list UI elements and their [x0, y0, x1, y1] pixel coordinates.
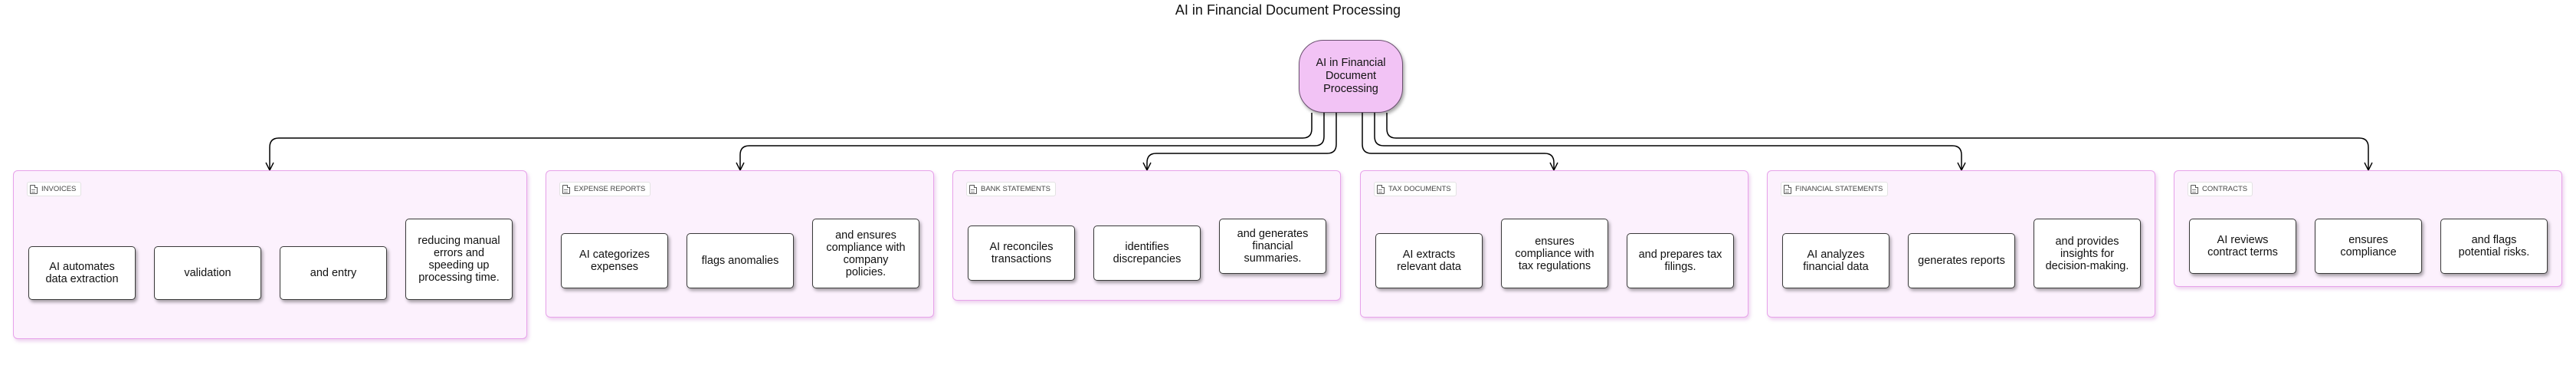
item-card[interactable]: and entry: [280, 246, 387, 300]
document-icon: [1377, 184, 1385, 194]
item-card[interactable]: validation: [154, 246, 261, 300]
item-text: flags anomalies: [701, 255, 779, 267]
item-card[interactable]: ensures compliance: [2315, 219, 2422, 274]
group-tag: TAX DOCUMENTS: [1374, 182, 1457, 196]
group-label: INVOICES: [41, 185, 77, 193]
item-text: and flags potential risks.: [2458, 234, 2530, 258]
group-label: BANK STATEMENTS: [981, 185, 1050, 193]
document-icon: [2191, 184, 2198, 194]
document-icon: [30, 184, 38, 194]
group-expense-reports[interactable]: EXPENSE REPORTS AI categorizes expenses …: [546, 170, 934, 318]
item-text: ensures compliance with tax regulations: [1515, 235, 1594, 272]
diagram-title: AI in Financial Document Processing: [1175, 2, 1401, 18]
root-node[interactable]: AI in Financial Document Processing: [1299, 40, 1403, 113]
group-contracts[interactable]: CONTRACTS AI reviews contract terms ensu…: [2174, 170, 2562, 287]
item-card[interactable]: AI extracts relevant data: [1375, 233, 1483, 288]
item-card[interactable]: flags anomalies: [687, 233, 794, 288]
item-card[interactable]: and provides insights for decision-makin…: [2034, 219, 2141, 288]
item-text: AI categorizes expenses: [579, 249, 650, 273]
document-icon: [562, 184, 570, 194]
item-text: AI extracts relevant data: [1397, 249, 1461, 273]
item-text: AI analyzes financial data: [1803, 249, 1869, 273]
document-icon: [1784, 184, 1791, 194]
item-card[interactable]: AI analyzes financial data: [1782, 233, 1889, 288]
group-label: FINANCIAL STATEMENTS: [1795, 185, 1883, 193]
item-text: generates reports: [1918, 255, 2005, 267]
item-card[interactable]: and generates financial summaries.: [1219, 219, 1326, 274]
item-card[interactable]: reducing manual errors and speeding up p…: [405, 219, 513, 300]
item-text: and generates financial summaries.: [1237, 228, 1309, 265]
group-label: TAX DOCUMENTS: [1388, 185, 1451, 193]
item-card[interactable]: generates reports: [1908, 233, 2015, 288]
item-text: and prepares tax filings.: [1638, 249, 1722, 273]
group-tag: INVOICES: [27, 182, 82, 196]
edge-root-to-invoices: [270, 113, 1313, 170]
group-label: CONTRACTS: [2202, 185, 2248, 193]
item-text: and entry: [310, 267, 357, 279]
item-text: AI reviews contract terms: [2207, 234, 2278, 258]
item-text: and provides insights for decision-makin…: [2045, 235, 2129, 272]
document-icon: [969, 184, 977, 194]
item-card[interactable]: AI reviews contract terms: [2189, 219, 2296, 274]
group-tax-documents[interactable]: TAX DOCUMENTS AI extracts relevant data …: [1360, 170, 1748, 318]
group-bank-statements[interactable]: BANK STATEMENTS AI reconciles transactio…: [952, 170, 1341, 301]
group-tag: EXPENSE REPORTS: [559, 182, 651, 196]
item-card[interactable]: and prepares tax filings.: [1627, 233, 1734, 288]
group-tag: CONTRACTS: [2188, 182, 2253, 196]
edge-root-to-bank-statements: [1147, 113, 1337, 170]
root-node-label: AI in Financial Document Processing: [1316, 57, 1386, 95]
group-label: EXPENSE REPORTS: [574, 185, 646, 193]
group-tag: BANK STATEMENTS: [966, 182, 1056, 196]
item-card[interactable]: AI automates data extraction: [28, 246, 136, 300]
edge-root-to-financial-statements: [1374, 113, 1961, 170]
item-card[interactable]: AI categorizes expenses: [561, 233, 668, 288]
item-text: AI reconciles transactions: [989, 241, 1054, 265]
item-card[interactable]: AI reconciles transactions: [968, 226, 1075, 281]
item-text: identifies discrepancies: [1113, 241, 1181, 265]
group-invoices[interactable]: INVOICES AI automates data extraction va…: [13, 170, 527, 339]
group-financial-statements[interactable]: FINANCIAL STATEMENTS AI analyzes financi…: [1767, 170, 2155, 318]
item-text: reducing manual errors and speeding up p…: [418, 235, 500, 284]
group-tag: FINANCIAL STATEMENTS: [1781, 182, 1889, 196]
item-text: and ensures compliance with company poli…: [826, 229, 906, 278]
item-text: ensures compliance: [2340, 234, 2397, 258]
item-card[interactable]: identifies discrepancies: [1093, 226, 1201, 281]
item-card[interactable]: and flags potential risks.: [2440, 219, 2548, 274]
edge-root-to-tax-documents: [1362, 113, 1554, 170]
item-card[interactable]: and ensures compliance with company poli…: [812, 219, 919, 288]
item-card[interactable]: ensures compliance with tax regulations: [1501, 219, 1608, 288]
item-text: validation: [184, 267, 231, 279]
edge-root-to-expense-reports: [740, 113, 1325, 170]
edge-root-to-contracts: [1386, 113, 2368, 170]
item-text: AI automates data extraction: [45, 261, 119, 285]
